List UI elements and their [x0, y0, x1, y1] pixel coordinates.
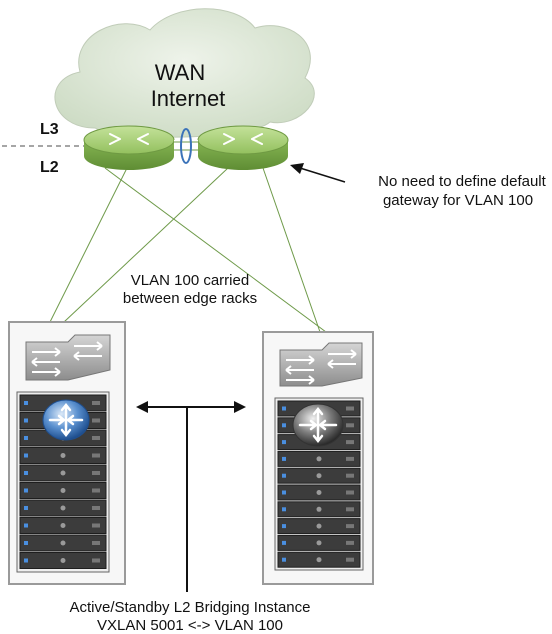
annotation-arrow: [290, 163, 346, 183]
uplink-lines: [49, 167, 327, 333]
server-unit: [19, 464, 107, 482]
link-right-router-to-right-rack: [262, 167, 321, 333]
link-left-router-to-right-rack: [104, 167, 327, 333]
server-unit: [19, 552, 107, 569]
server-unit: [277, 450, 361, 467]
server-unit: [19, 482, 107, 499]
rack-right: [262, 331, 374, 585]
cloud-label-wan: WAN: [155, 60, 206, 85]
bridge-standby-icon: [292, 403, 344, 447]
router-left: [83, 125, 175, 170]
server-unit: [277, 534, 361, 551]
caption-line-2: VXLAN 5001 <-> VLAN 100: [97, 617, 283, 634]
server-unit: [277, 467, 361, 484]
caption-line-1: Active/Standby L2 Bridging Instance: [70, 599, 311, 616]
server-unit: [277, 501, 361, 518]
server-unit: [277, 484, 361, 501]
bridge-active-icon: [42, 399, 90, 441]
annotation-line-2: gateway for VLAN 100: [383, 192, 533, 209]
link-left-router-to-left-rack: [49, 167, 128, 323]
wan-cloud: [54, 8, 315, 138]
tor-switch-right: [279, 342, 363, 387]
vlan-note-line-1: VLAN 100 carried: [131, 272, 249, 289]
router-right: [197, 125, 289, 170]
layer-label-l3: L3: [40, 121, 59, 138]
server-unit: [277, 551, 361, 568]
router-interconnect: [174, 128, 198, 164]
bridging-double-arrow: [136, 401, 246, 592]
layer-label-l2: L2: [40, 159, 59, 176]
server-unit: [277, 518, 361, 535]
tor-switch-left: [25, 334, 111, 381]
vlan-note-line-2: between edge racks: [123, 290, 257, 307]
server-unit: [19, 499, 107, 517]
server-unit: [19, 447, 107, 464]
cloud-label-internet: Internet: [151, 86, 226, 111]
server-unit: [19, 534, 107, 552]
link-right-router-to-left-rack: [63, 167, 229, 323]
annotation-line-1: No need to define default: [378, 173, 546, 190]
server-unit: [19, 517, 107, 534]
